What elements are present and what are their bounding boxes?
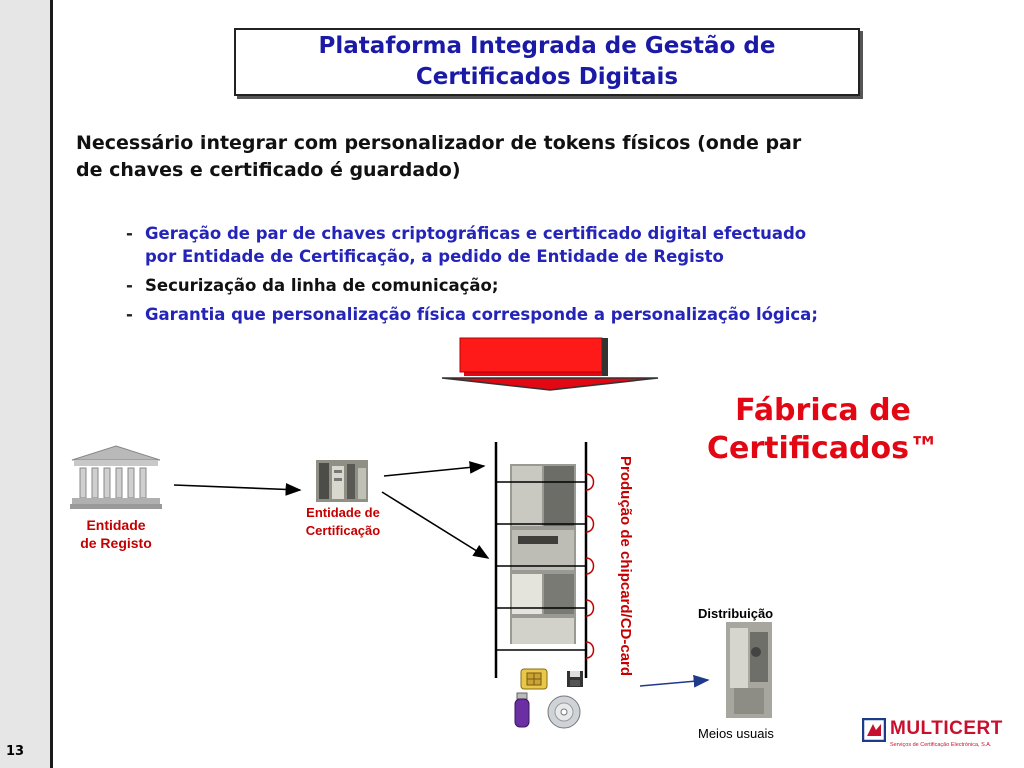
bullet-text-line-2: por Entidade de Certificação, a pedido d… xyxy=(145,247,724,266)
certificacao-line-1: Entidade de xyxy=(306,505,380,520)
distribution-image xyxy=(726,622,772,718)
bank-building-icon xyxy=(70,445,162,509)
bullet-list: - Geração de par de chaves criptográfica… xyxy=(126,222,986,332)
bullet-text-line-1: Geração de par de chaves criptográficas … xyxy=(145,224,807,243)
bullet-text: Geração de par de chaves criptográficas … xyxy=(145,222,806,268)
down-arrow-icon xyxy=(441,337,659,391)
entidade-registo-label: Entidade de Registo xyxy=(66,516,166,552)
slide-title-line-2: Certificados Digitais xyxy=(415,64,679,90)
arrow-registo-to-certificacao xyxy=(173,483,302,496)
registo-line-1: Entidade xyxy=(86,517,146,533)
multicert-logo-subtitle: Serviços de Certificação Electrónica, S.… xyxy=(890,742,992,748)
bullet-dash: - xyxy=(126,276,133,295)
cd-card-icon xyxy=(547,695,581,729)
usb-token-icon xyxy=(514,692,530,728)
entidade-certificacao-label: Entidade de Certificação xyxy=(286,504,400,540)
chipcard-icon xyxy=(520,668,548,690)
multicert-logo-text: MULTICERT xyxy=(890,718,1003,739)
bullet-text: Garantia que personalização física corre… xyxy=(145,305,818,324)
floppy-disk-icon xyxy=(567,671,583,687)
fabrica-line-1: Fábrica de xyxy=(735,393,911,428)
page-number: 13 xyxy=(6,744,25,759)
intro-line-1: Necessário integrar com personalizador d… xyxy=(76,132,802,154)
bullet-item: - Geração de par de chaves criptográfica… xyxy=(126,222,986,268)
distribuicao-label: Distribuição xyxy=(698,606,774,621)
arrow-producao-to-distribuicao xyxy=(639,674,710,688)
fabrica-line-2: Certificados™ xyxy=(707,431,939,466)
slide-title: Plataforma Integrada de Gestão de Certif… xyxy=(319,31,776,93)
producao-label: Produção de chipcard/CD-card xyxy=(617,456,634,708)
bullet-dash: - xyxy=(126,305,133,324)
bullet-item: - Garantia que personalização física cor… xyxy=(126,303,986,326)
producao-text: Produção de chipcard/CD-card xyxy=(617,456,634,677)
production-filmstrip xyxy=(494,442,595,678)
bullet-text: Securização da linha de comunicação; xyxy=(145,276,499,295)
server-room-image xyxy=(316,460,368,502)
intro-line-2: de chaves e certificado é guardado) xyxy=(76,159,461,181)
left-sidebar-bar xyxy=(0,0,53,768)
certificacao-line-2: Certificação xyxy=(305,523,381,538)
arrow-certificacao-to-fabrica-top xyxy=(383,461,486,477)
slide-title-line-1: Plataforma Integrada de Gestão de xyxy=(318,33,776,59)
multicert-logo-icon xyxy=(862,718,886,742)
bullet-item: - Securização da linha de comunicação; xyxy=(126,274,986,297)
registo-line-2: de Registo xyxy=(80,535,152,551)
slide-title-box: Plataforma Integrada de Gestão de Certif… xyxy=(234,28,860,96)
fabrica-certificados-label: Fábrica de Certificados™ xyxy=(690,392,956,468)
meios-usuais-label: Meios usuais xyxy=(698,726,774,741)
intro-paragraph: Necessário integrar com personalizador d… xyxy=(76,130,976,184)
multicert-logo: MULTICERT Serviços de Certificação Elect… xyxy=(860,716,1010,756)
bullet-dash: - xyxy=(126,224,133,243)
